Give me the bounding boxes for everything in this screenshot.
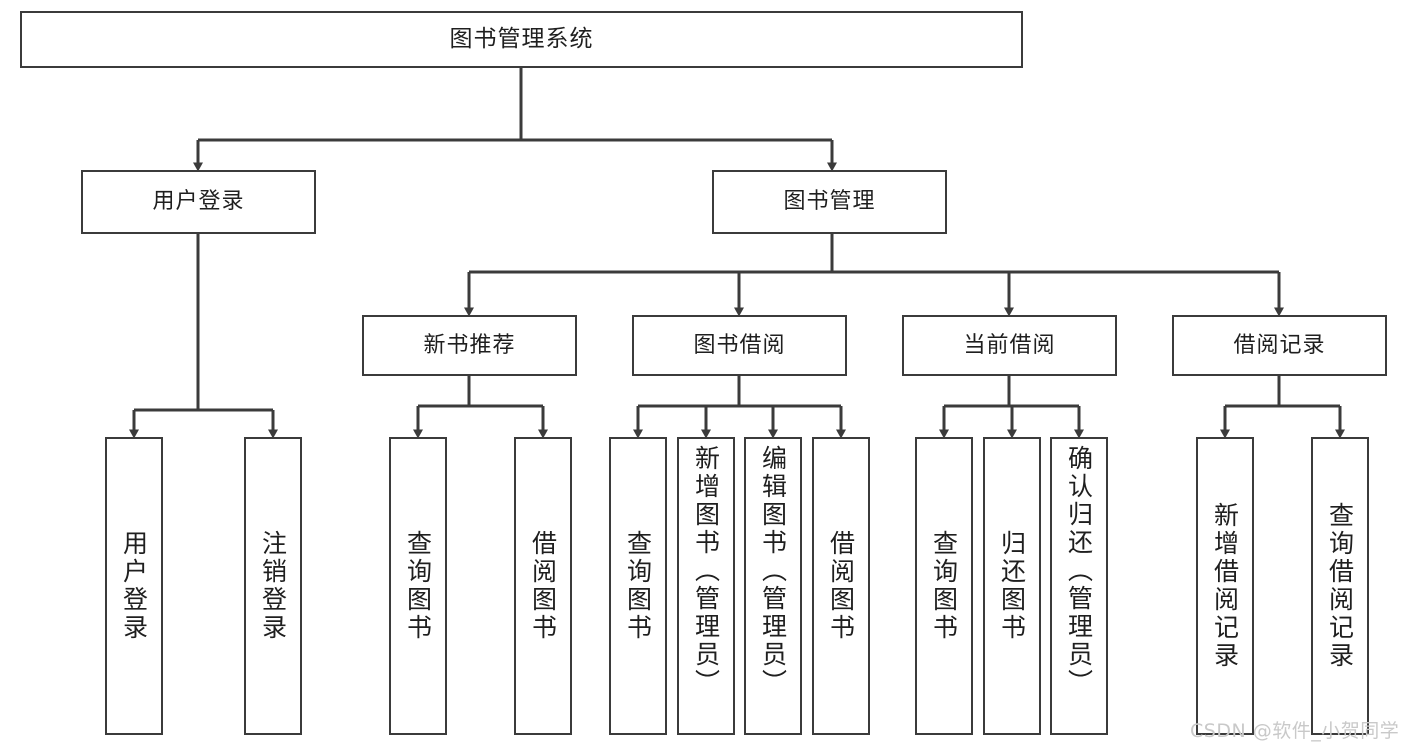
node-label: 确认归还（管理员） bbox=[1064, 445, 1094, 697]
node-label: 查询图书 bbox=[403, 530, 433, 642]
node-label: 当前借阅 bbox=[963, 332, 1056, 358]
node-root-system[interactable]: 图书管理系统 bbox=[20, 11, 1023, 68]
node-label: 注销登录 bbox=[258, 530, 288, 642]
node-new-book-recommend[interactable]: 新书推荐 bbox=[362, 315, 577, 376]
node-book-borrow[interactable]: 图书借阅 bbox=[632, 315, 847, 376]
node-leaf-query-book-1[interactable]: 查询图书 bbox=[389, 437, 447, 735]
node-leaf-query-book-3[interactable]: 查询图书 bbox=[915, 437, 973, 735]
node-leaf-borrow-book-1[interactable]: 借阅图书 bbox=[514, 437, 572, 735]
node-label: 图书管理 bbox=[783, 189, 876, 215]
node-label: 查询图书 bbox=[929, 530, 959, 642]
node-label: 借阅图书 bbox=[528, 530, 558, 642]
node-leaf-add-borrow-record[interactable]: 新增借阅记录 bbox=[1196, 437, 1254, 735]
node-leaf-borrow-book-2[interactable]: 借阅图书 bbox=[812, 437, 870, 735]
node-user-login[interactable]: 用户登录 bbox=[81, 170, 316, 234]
node-label: 新书推荐 bbox=[423, 332, 516, 358]
node-leaf-edit-book[interactable]: 编辑图书（管理员） bbox=[744, 437, 802, 735]
node-leaf-logout-login[interactable]: 注销登录 bbox=[244, 437, 302, 735]
node-label: 借阅记录 bbox=[1233, 332, 1326, 358]
node-label: 用户登录 bbox=[119, 530, 149, 642]
node-leaf-add-book[interactable]: 新增图书（管理员） bbox=[677, 437, 735, 735]
node-current-borrow[interactable]: 当前借阅 bbox=[902, 315, 1117, 376]
node-borrow-record[interactable]: 借阅记录 bbox=[1172, 315, 1387, 376]
node-leaf-query-borrow-record[interactable]: 查询借阅记录 bbox=[1311, 437, 1369, 735]
node-leaf-user-login[interactable]: 用户登录 bbox=[105, 437, 163, 735]
node-book-management[interactable]: 图书管理 bbox=[712, 170, 947, 234]
node-label: 编辑图书（管理员） bbox=[758, 445, 788, 697]
node-label: 新增图书（管理员） bbox=[691, 445, 721, 697]
node-label: 借阅图书 bbox=[826, 530, 856, 642]
node-label: 图书借阅 bbox=[693, 332, 786, 358]
node-label: 用户登录 bbox=[152, 189, 245, 215]
node-leaf-confirm-return[interactable]: 确认归还（管理员） bbox=[1050, 437, 1108, 735]
watermark-credit: CSDN @软件_小贺同学 bbox=[1190, 720, 1400, 742]
node-label: 归还图书 bbox=[997, 530, 1027, 642]
node-label: 查询借阅记录 bbox=[1325, 502, 1355, 670]
node-label: 新增借阅记录 bbox=[1210, 502, 1240, 670]
node-leaf-return-book[interactable]: 归还图书 bbox=[983, 437, 1041, 735]
node-label: 图书管理系统 bbox=[449, 25, 594, 52]
node-leaf-query-book-2[interactable]: 查询图书 bbox=[609, 437, 667, 735]
node-label: 查询图书 bbox=[623, 530, 653, 642]
